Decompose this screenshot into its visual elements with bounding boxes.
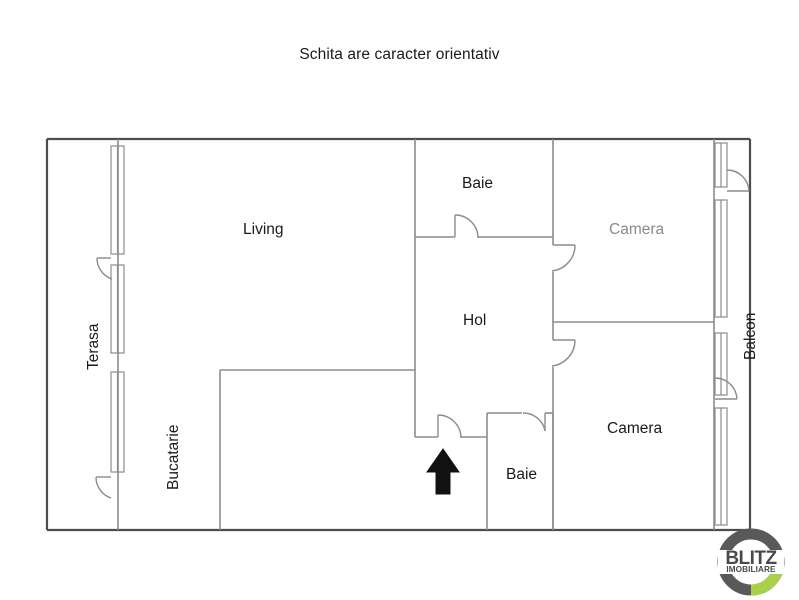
door-baie-top xyxy=(454,214,479,239)
room-label-living: Living xyxy=(243,221,284,238)
room-label-bucatarie: Bucatarie xyxy=(165,424,182,490)
door-balcon-top xyxy=(726,169,750,192)
room-label-baie-top: Baie xyxy=(462,175,494,192)
doors xyxy=(95,169,750,499)
room-label-camera-top: Camera xyxy=(609,221,665,238)
door-camera-top xyxy=(551,244,576,272)
logo-brand-text: BLITZ xyxy=(725,548,777,569)
logo-text-plate xyxy=(718,550,784,574)
page-title: Schita are caracter orientativ xyxy=(299,46,500,63)
outer-walls xyxy=(45,137,752,532)
door-baie-bottom xyxy=(522,412,546,432)
room-label-camera-bottom: Camera xyxy=(607,420,663,437)
windows xyxy=(110,142,728,526)
interior-walls xyxy=(117,139,715,530)
room-label-balcon: Balcon xyxy=(742,312,759,360)
door-balcon-lower xyxy=(714,377,738,400)
door-bucatarie xyxy=(95,476,112,499)
room-label-hol: Hol xyxy=(463,312,487,329)
door-entrance xyxy=(437,414,462,439)
entrance-arrow xyxy=(426,448,460,495)
logo-subtitle-text: IMOBILIARE xyxy=(726,565,776,574)
room-label-baie-bottom: Baie xyxy=(506,466,538,483)
blitz-imobiliare-logo: BLITZ IMOBILIARE xyxy=(713,527,789,597)
room-label-terasa: Terasa xyxy=(85,323,102,370)
door-camera-bottom xyxy=(551,339,576,367)
door-terasa xyxy=(96,257,113,280)
